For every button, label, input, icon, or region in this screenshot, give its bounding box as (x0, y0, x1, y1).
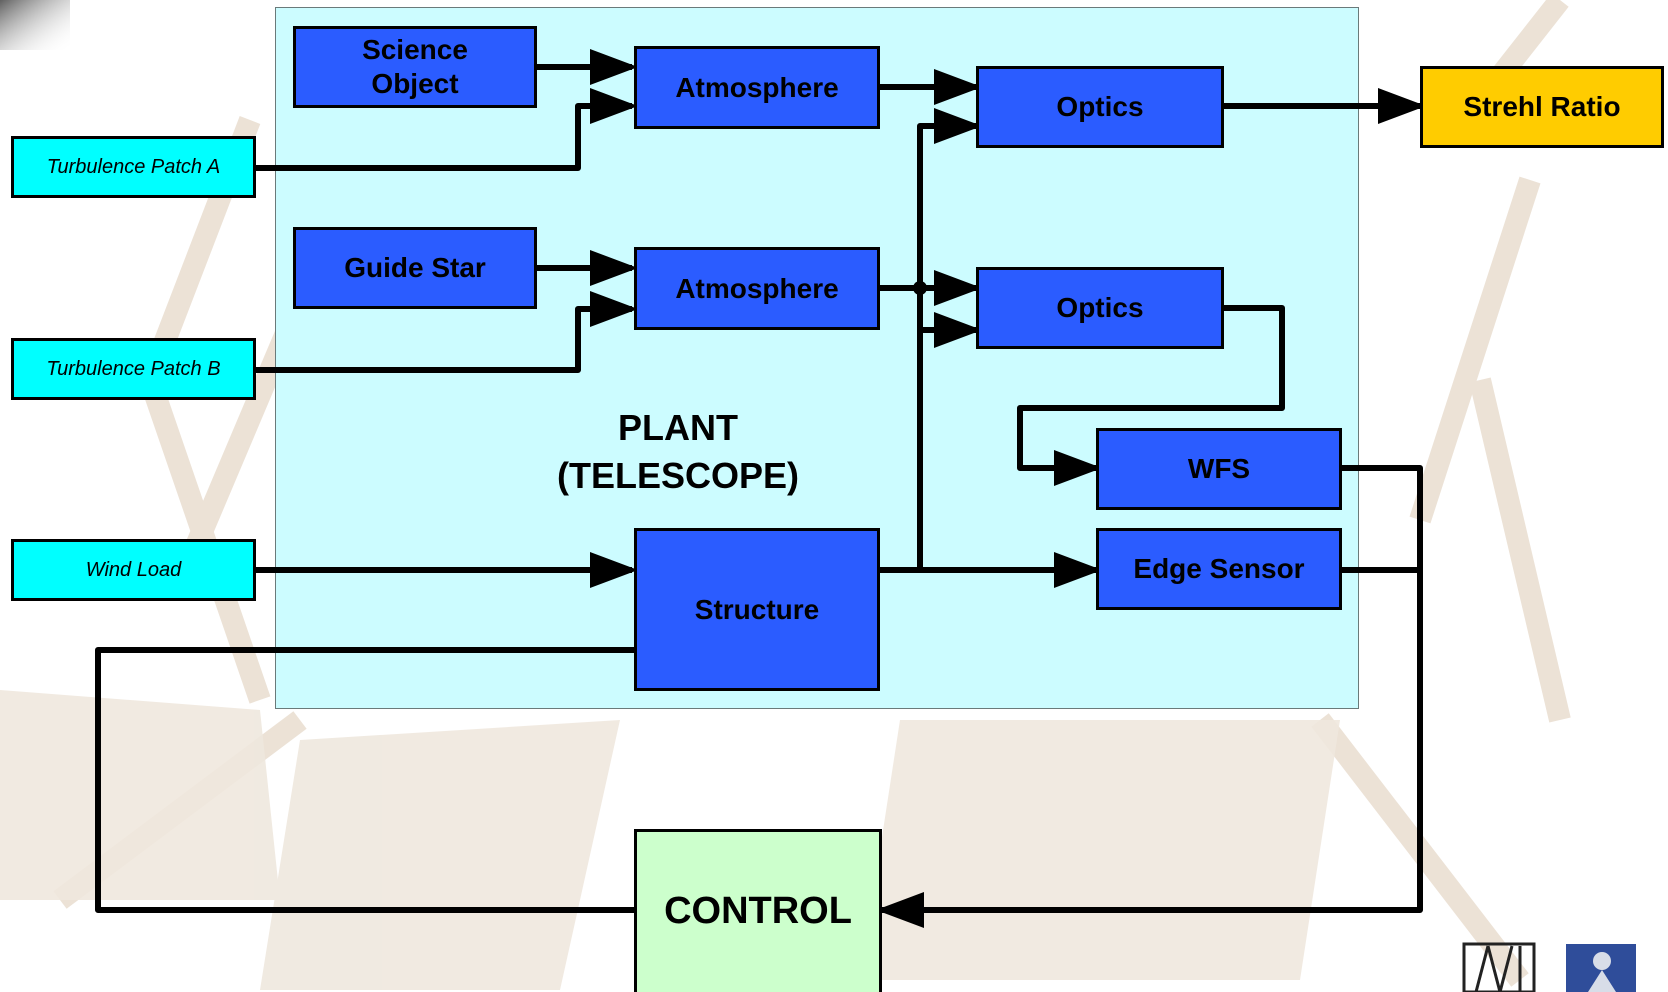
turbulence-patch-a-input[interactable]: Turbulence Patch A (11, 136, 256, 198)
link-optics-b-to-wfs (1017, 305, 1285, 486)
control-block[interactable]: CONTROL (634, 829, 882, 992)
plant-label-line1: PLANT (618, 407, 738, 448)
junction-dot (913, 281, 927, 295)
optics-b-block[interactable]: Optics (976, 267, 1224, 349)
structure-block[interactable]: Structure (634, 528, 880, 691)
atmosphere-a-block[interactable]: Atmosphere (634, 46, 880, 129)
optics-a-block[interactable]: Optics (976, 66, 1224, 148)
plant-label: PLANT (TELESCOPE) (520, 404, 836, 500)
wind-load-input[interactable]: Wind Load (11, 539, 256, 601)
guide-star-block[interactable]: Guide Star (293, 227, 537, 309)
atmosphere-b-block[interactable]: Atmosphere (634, 247, 880, 330)
link-turb-a-to-atmosphere-a (256, 88, 638, 171)
strehl-ratio-output[interactable]: Strehl Ratio (1420, 66, 1664, 148)
link-structure-to-optics-a (917, 108, 982, 568)
edge-sensor-block[interactable]: Edge Sensor (1096, 528, 1342, 610)
science-object-block[interactable]: Science Object (293, 26, 537, 108)
link-wfs-to-control (876, 465, 1423, 928)
link-control-to-structure (95, 647, 634, 913)
turbulence-patch-b-input[interactable]: Turbulence Patch B (11, 338, 256, 400)
observatory-logo-icon (1566, 944, 1636, 992)
wfs-block[interactable]: WFS (1096, 428, 1342, 510)
link-turb-b-to-atmosphere-b (256, 291, 638, 373)
plant-label-line2: (TELESCOPE) (556, 455, 799, 496)
institute-logo-icon (1462, 942, 1536, 992)
